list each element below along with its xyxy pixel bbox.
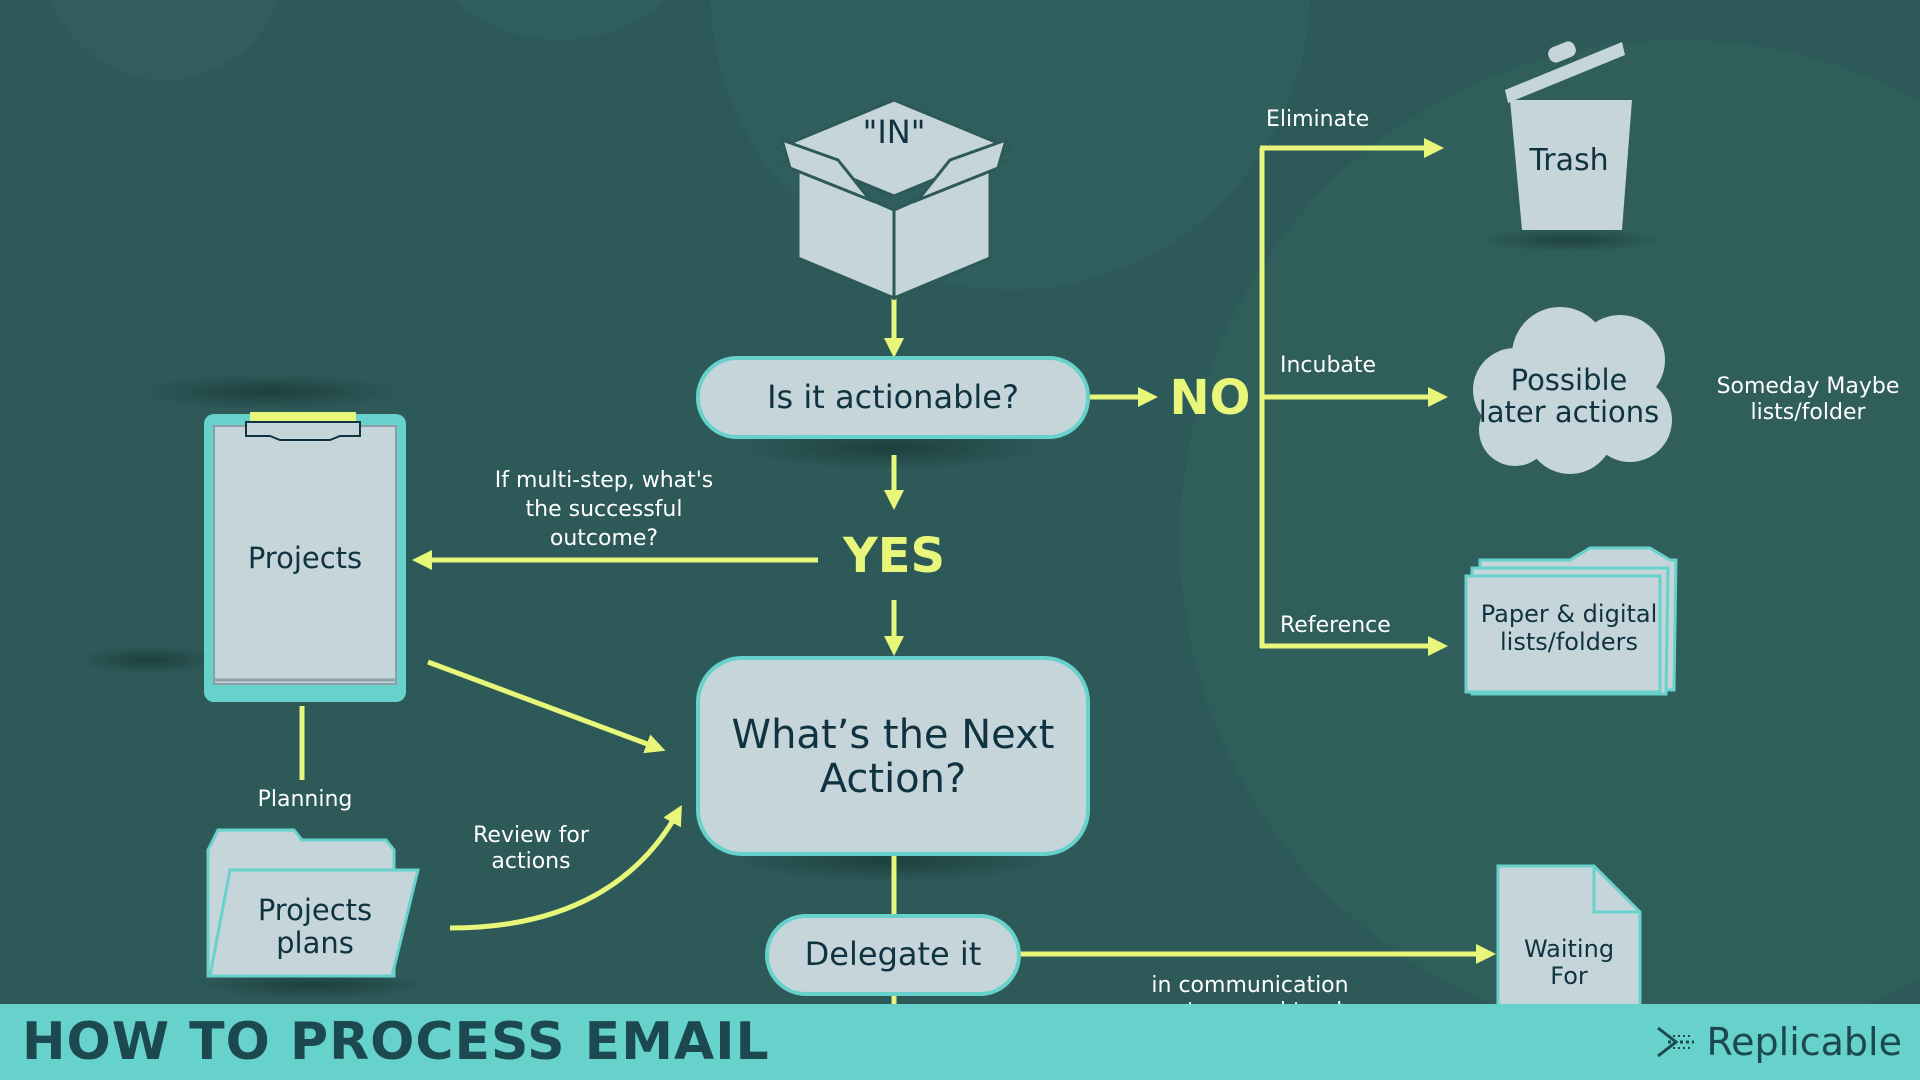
multistep-label-line1: If multi-step, what's [495, 468, 714, 493]
projects-plans-label-line1: Projects [258, 893, 372, 927]
possible-label-line2: later actions [1479, 395, 1660, 429]
waiting-label-line2: For [1550, 962, 1588, 990]
paper-label-line2: lists/folders [1500, 628, 1638, 656]
paper-label-line1: Paper & digital [1481, 600, 1658, 628]
inbox-label: "IN" [863, 113, 926, 151]
reference-label: Reference [1280, 613, 1391, 638]
clipboard-icon: Projects [204, 412, 406, 702]
communication-label-line1: in communication [1151, 973, 1348, 998]
next-action-label-line2: Action? [820, 756, 967, 802]
yes-label: YES [842, 528, 945, 584]
brand-name: Replicable [1706, 1020, 1902, 1064]
folder-stack-icon: Paper & digital lists/folders [1464, 546, 1678, 696]
delegate-label: Delegate it [805, 935, 982, 973]
eliminate-label: Eliminate [1266, 107, 1369, 132]
possible-label-line1: Possible [1511, 363, 1628, 397]
trash-label: Trash [1528, 143, 1608, 178]
arrow-projects-to-next-action [427, 659, 666, 754]
page-title: HOW TO PROCESS EMAIL [22, 1012, 770, 1072]
multistep-label-line2: the successful [526, 497, 683, 522]
someday-label-line2: lists/folder [1750, 400, 1866, 425]
delegate-box: Delegate it [765, 914, 1021, 996]
footer-bar: HOW TO PROCESS EMAIL Replicable [0, 1004, 1920, 1080]
waiting-label-line1: Waiting [1524, 935, 1614, 963]
connectors [299, 138, 1496, 1010]
drop-shadows [80, 228, 1660, 999]
next-action-label-line1: What’s the Next [732, 712, 1055, 758]
actionable-decision: Is it actionable? [696, 356, 1090, 439]
arrow-review-for-actions [449, 805, 682, 931]
incubate-label: Incubate [1280, 353, 1376, 378]
replicable-chevron-logo-icon [1657, 1026, 1695, 1058]
brand-logo[interactable]: Replicable [1654, 1018, 1902, 1066]
planning-label: Planning [258, 787, 353, 812]
someday-label-line1: Someday Maybe [1717, 374, 1900, 399]
projects-label: Projects [248, 541, 362, 575]
review-label-line2: actions [491, 849, 570, 874]
trash-can-icon: Trash [1505, 41, 1632, 230]
next-action-box: What’s the Next Action? [696, 656, 1090, 856]
inbox-box-icon: "IN" [774, 98, 1014, 301]
no-label: NO [1170, 370, 1251, 426]
review-label-line1: Review for [473, 823, 590, 848]
cloud-icon: Possible later actions [1473, 307, 1672, 474]
project-plans-folder-icon: Projects plans [206, 828, 420, 978]
document-icon: Waiting For [1496, 864, 1642, 1012]
multistep-label-line3: outcome? [550, 526, 658, 551]
actionable-label: Is it actionable? [767, 378, 1019, 416]
projects-plans-label-line2: plans [276, 926, 354, 960]
